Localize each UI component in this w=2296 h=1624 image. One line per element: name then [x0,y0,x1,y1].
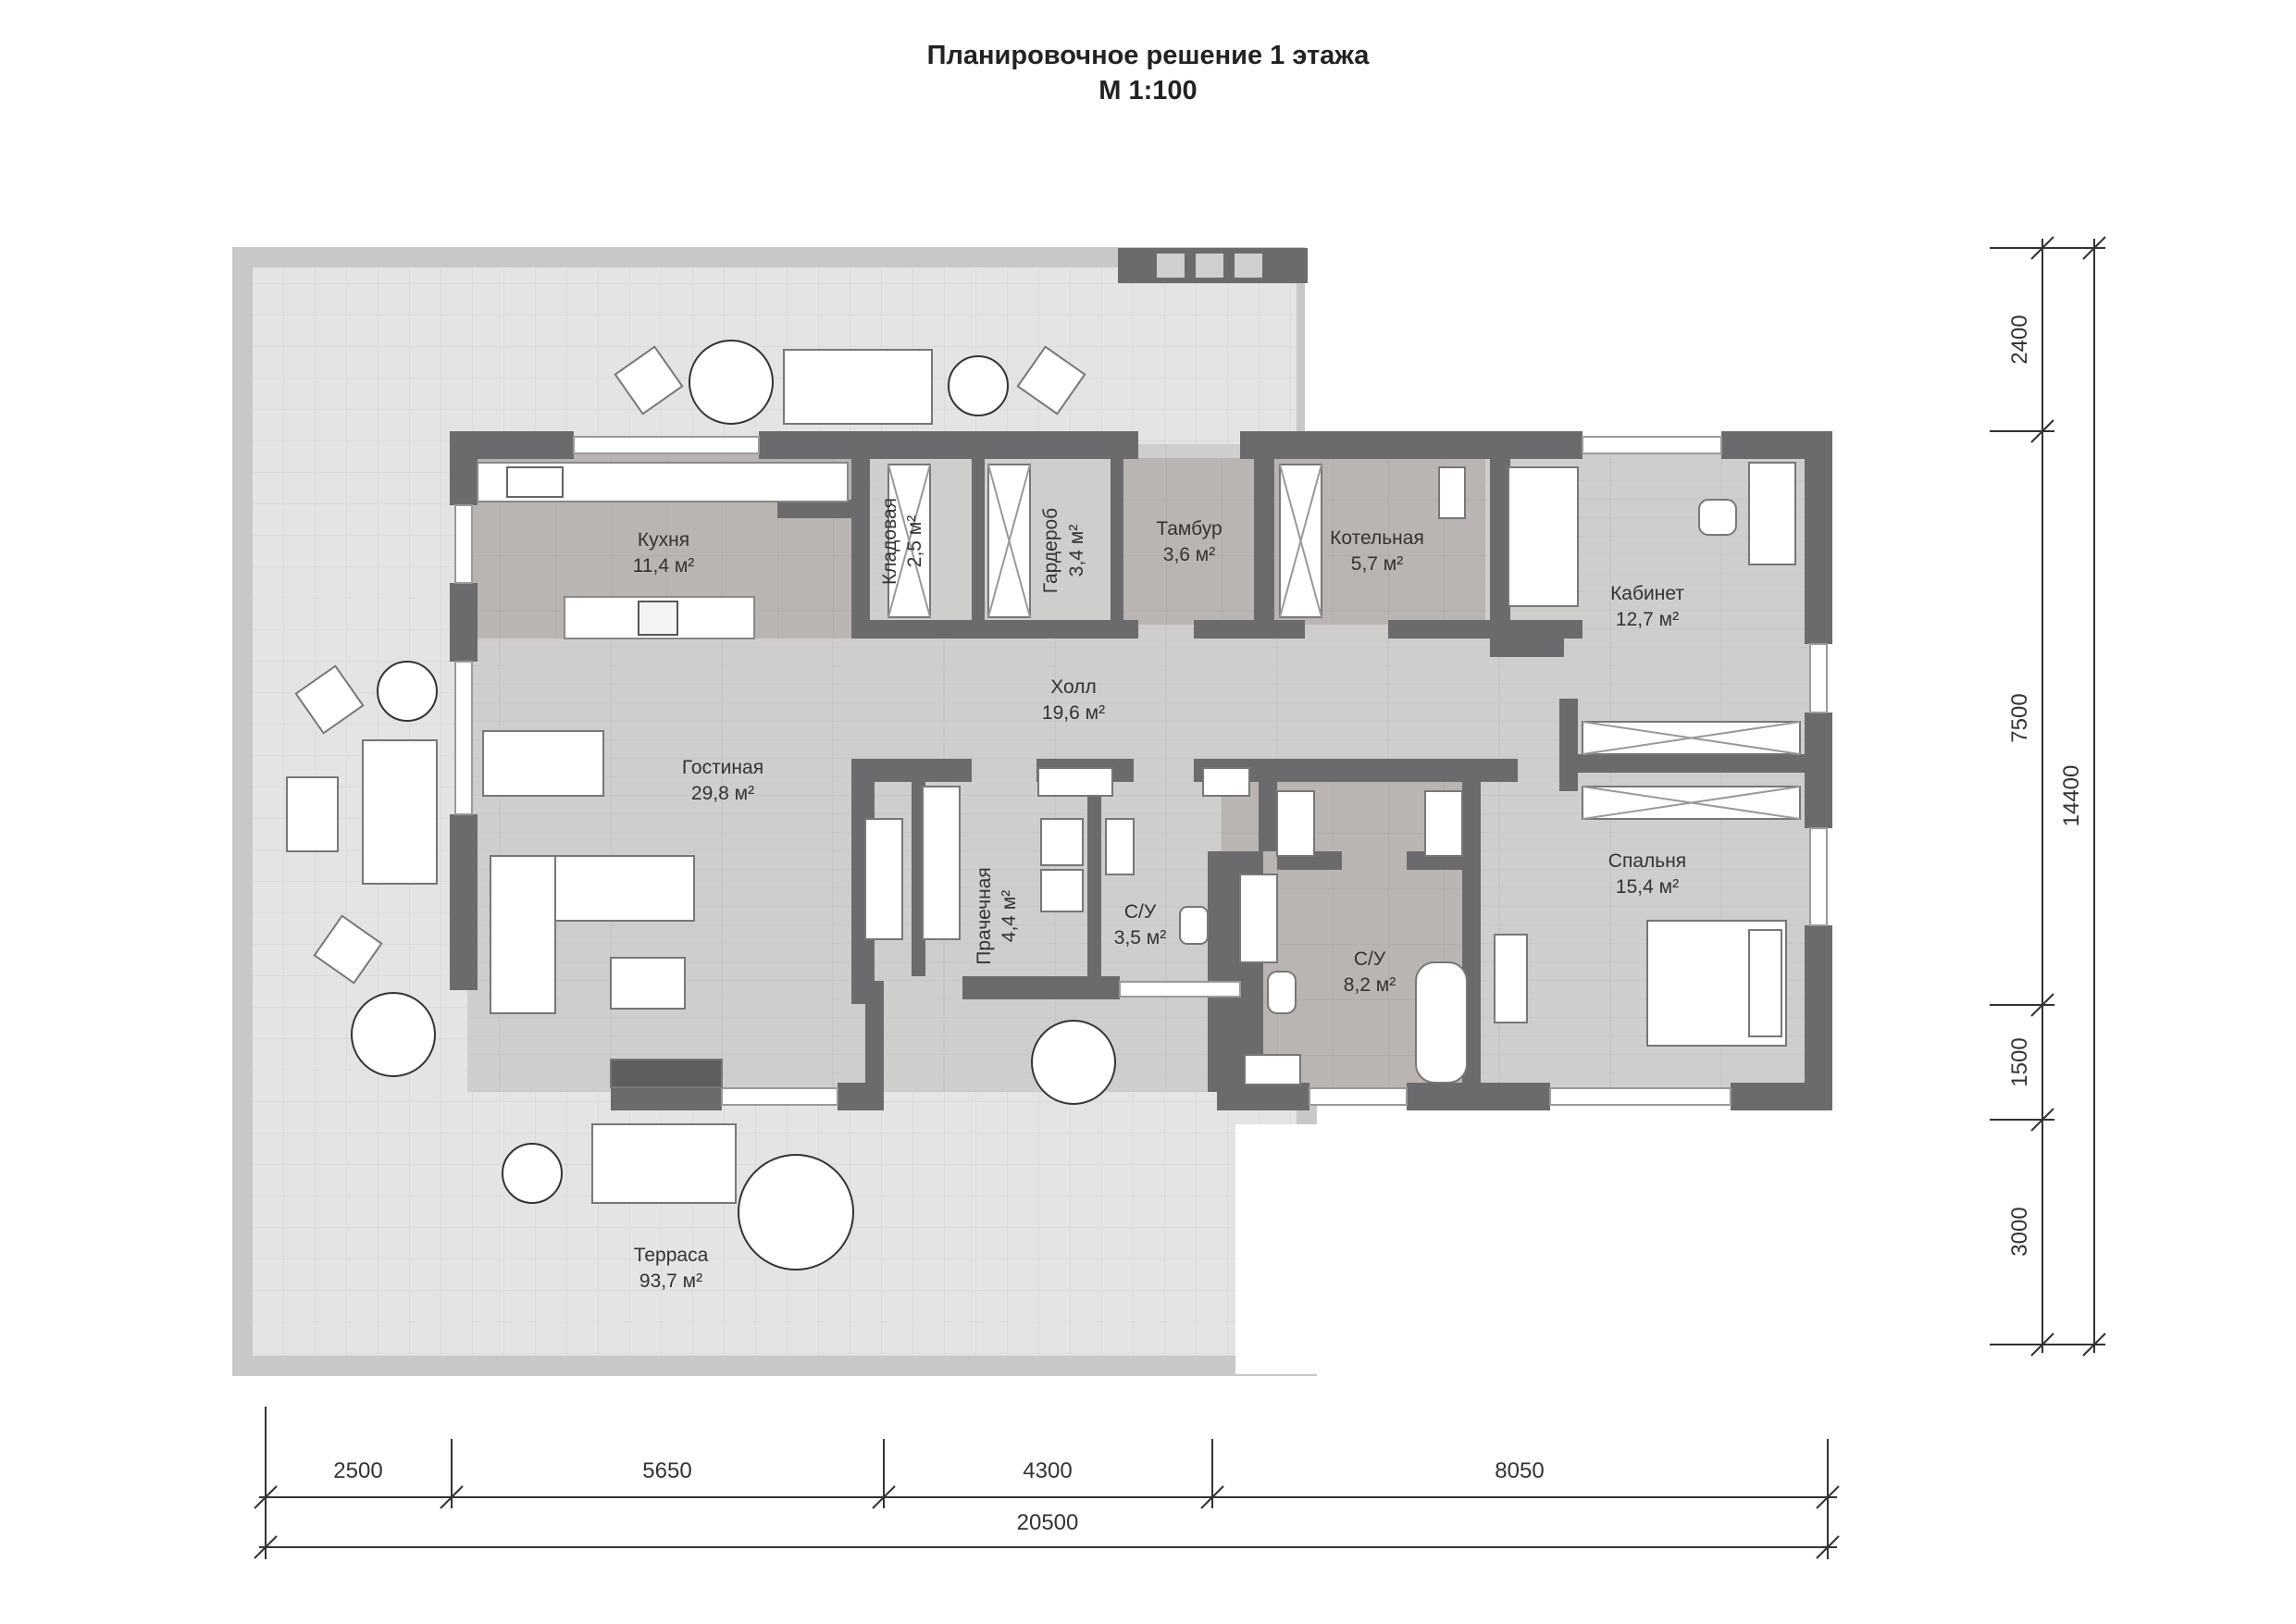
office-chair [1698,499,1737,536]
label-wc-small-area: 3,5 м² [1114,927,1166,948]
label-hall-area: 19,6 м² [1042,702,1105,724]
label-wardrobe-name: Гардероб [1040,508,1061,593]
closets [887,464,1801,963]
dim-h-1: 2500 [333,1458,382,1483]
kitchen-fixtures [477,462,849,639]
outdoor-sofa-bottom [591,1123,737,1204]
label-wc-big-name: С/У [1354,948,1386,970]
armchair-2 [1016,345,1086,415]
kitchen-sink [506,466,564,498]
label-bedroom-area: 15,4 м² [1616,876,1679,898]
office-sofa [1508,466,1579,607]
label-vestibule-name: Тамбур [1156,518,1222,539]
vertical-dimensions [1990,236,2106,1357]
chimney-block [1118,248,1308,283]
kitchen-hob [638,601,678,636]
armchair-1 [614,345,684,415]
boiler-unit [1438,466,1466,519]
dim-v-2: 7500 [2007,693,2032,742]
dining-table [482,730,604,797]
label-bedroom-name: Спальня [1608,850,1686,872]
armchair-4 [313,914,383,985]
label-boiler-area: 5,7 м² [1351,553,1403,575]
label-pantry-name: Кладовая [879,498,900,585]
plant-4 [351,992,436,1077]
windows [454,436,1828,1106]
coffee-table [610,957,686,1010]
label-living-area: 29,8 м² [691,783,754,804]
washbasin-big [1244,1054,1301,1085]
label-terrace-area: 93,7 м² [639,1271,702,1292]
terrace-furniture [286,345,1086,1204]
toilet-small [1179,906,1209,945]
outdoor-sofa-top [783,349,933,425]
label-hall-name: Холл [1050,676,1097,698]
label-kitchen-area: 11,4 м² [633,555,695,576]
dim-v-total: 14400 [2059,765,2084,827]
toilet-big [1267,971,1297,1014]
office-desk [1748,462,1796,565]
label-kitchen-name: Кухня [638,529,689,551]
bathtub [1415,961,1468,1084]
plan-scale: М 1:100 [1098,76,1198,105]
dim-h-3: 4300 [1023,1458,1072,1483]
bathroom-fixtures [1040,466,1468,1085]
plant-1 [689,340,774,425]
dim-v-4: 3000 [2007,1207,2032,1256]
label-terrace-name: Терраса [634,1245,709,1266]
plant-2 [948,355,1009,416]
plant-5 [1031,1020,1116,1105]
room-furniture [1494,462,1796,1047]
dryer [1040,869,1084,912]
plant-6 [502,1143,563,1204]
horizontal-dim-labels: 2500 5650 4300 8050 20500 [333,1458,1544,1535]
dim-h-total: 20500 [1017,1510,1079,1535]
washbasin-small [1105,818,1135,875]
dim-v-3: 1500 [2007,1037,2032,1086]
plan-title: Планировочное решение 1 этажа [926,41,1370,70]
dim-h-2: 5650 [642,1458,691,1483]
label-office-area: 12,7 м² [1616,609,1679,630]
outdoor-sofa-left [362,739,438,885]
outdoor-table-left [286,776,339,852]
dim-h-4: 8050 [1495,1458,1544,1483]
room-labels: Кухня 11,4 м² Кладовая 2,5 м² Гардероб 3… [633,498,1686,1292]
label-pantry-area: 2,5 м² [904,515,925,567]
label-wc-small-name: С/У [1124,901,1157,923]
label-vestibule-area: 3,6 м² [1163,544,1215,565]
bed-pillows [1748,929,1782,1037]
site-cutout [1235,1124,1319,1374]
label-wardrobe-area: 3,4 м² [1066,525,1087,576]
plants [351,340,1116,1271]
tv-stand-bedroom [1494,934,1528,1023]
sofa-corner-v [490,855,556,1014]
label-boiler-name: Котельная [1330,527,1424,549]
vestibule-floor [1120,458,1259,625]
plant-3 [377,661,438,722]
fireplace [864,818,903,940]
plant-7 [738,1154,854,1271]
tv-unit [610,1059,723,1088]
site-cutout-top [1305,245,1370,449]
vertical-dim-labels: 2400 7500 1500 3000 14400 [2007,315,2084,1256]
label-wc-big-area: 8,2 м² [1344,974,1396,996]
label-laundry-area: 4,4 м² [999,890,1020,942]
washer [1040,818,1084,866]
label-living-name: Гостиная [682,757,763,778]
horizontal-dimensions [254,1407,1840,1559]
living-furniture [482,730,903,1088]
dim-v-1: 2400 [2007,315,2032,364]
armchair-3 [294,664,365,735]
label-office-name: Кабинет [1610,583,1684,604]
label-laundry-name: Прачечная [974,867,995,965]
